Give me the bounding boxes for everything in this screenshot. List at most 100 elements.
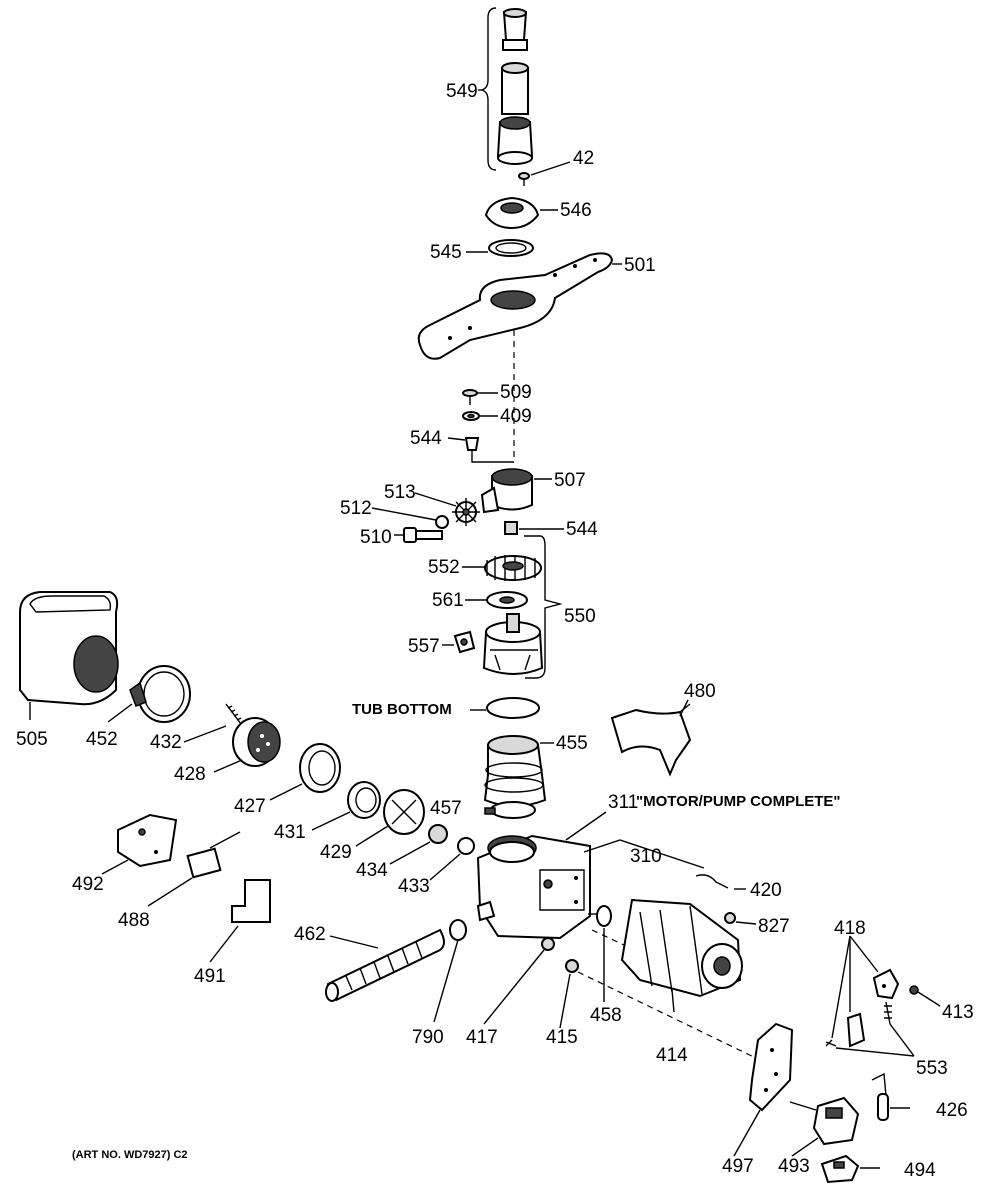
label-415: 415 [546, 1027, 578, 1048]
label-492: 492 [72, 874, 104, 895]
part-492-bracket [117, 813, 178, 868]
part-488-switch [186, 831, 241, 879]
part-434-nut [428, 824, 448, 844]
part-491-bracket [231, 879, 271, 923]
part-494-cap [820, 1154, 860, 1184]
part-505-sump-housing [19, 591, 119, 706]
label-418: 418 [834, 918, 866, 939]
part-507-spray-arm-hub [480, 468, 533, 514]
part-544-fitting-lower [504, 521, 518, 535]
label-493: 493 [778, 1156, 810, 1177]
art-number-footer: (ART NO. WD7927) C2 [72, 1149, 188, 1161]
label-510: 510 [360, 527, 392, 548]
part-513-gear [452, 498, 480, 526]
part-431-ring [347, 781, 381, 819]
part-429-impeller [383, 789, 425, 835]
label-414: 414 [656, 1045, 688, 1066]
part-417-washer [541, 937, 555, 951]
label-457: 457 [430, 798, 462, 819]
part-433-washer [457, 837, 475, 855]
part-510-bolt [403, 527, 443, 543]
label-motor-pump-complete: "MOTOR/PUMP COMPLETE" [636, 793, 841, 810]
part-480-shield [610, 703, 692, 777]
part-409-washer [462, 411, 480, 421]
label-512: 512 [340, 498, 372, 519]
label-311: 311 [608, 792, 638, 813]
label-546: 546 [560, 200, 592, 221]
label-557: 557 [408, 636, 440, 657]
label-432: 432 [150, 732, 182, 753]
label-550: 550 [564, 606, 596, 627]
label-507: 507 [554, 470, 586, 491]
part-493-housing [812, 1096, 860, 1146]
part-452-clamp [129, 665, 191, 723]
part-310-motor [620, 898, 743, 998]
part-544-fitting-upper [464, 437, 480, 451]
part-457-clamp [484, 801, 536, 819]
label-545: 545 [430, 242, 462, 263]
label-tub-bottom: TUB BOTTOM [352, 701, 452, 718]
label-310: 310 [630, 846, 662, 867]
label-431: 431 [274, 822, 306, 843]
label-42: 42 [573, 148, 594, 169]
label-427: 427 [234, 796, 266, 817]
part-426-actuator [871, 1072, 889, 1121]
label-561: 561 [432, 590, 464, 611]
label-827: 827 [758, 916, 790, 937]
label-417: 417 [466, 1027, 498, 1048]
part-552-drive-gear [484, 555, 542, 581]
part-413-clip [909, 985, 919, 995]
label-553: 553 [916, 1058, 948, 1079]
label-549: 549 [446, 81, 478, 102]
label-501: 501 [624, 255, 656, 276]
part-415-washer [565, 959, 579, 973]
part-497-bracket [748, 1022, 794, 1112]
label-462: 462 [294, 924, 326, 945]
label-790: 790 [412, 1027, 444, 1048]
label-544-upper: 544 [410, 428, 442, 449]
label-455: 455 [556, 733, 588, 754]
part-546-nut [484, 196, 540, 230]
part-455-pump-boot [483, 735, 547, 807]
part-418-switch-lever [846, 968, 900, 1048]
bracket-549 [479, 7, 497, 171]
label-505: 505 [16, 729, 48, 750]
label-491: 491 [194, 966, 226, 987]
label-433: 433 [398, 876, 430, 897]
label-429: 429 [320, 842, 352, 863]
part-tub-bottom-ring [486, 697, 540, 719]
part-509-screw [462, 389, 478, 405]
label-409: 409 [500, 406, 532, 427]
label-420: 420 [750, 880, 782, 901]
part-pump-housing [476, 834, 591, 940]
part-557-clip [453, 630, 476, 654]
label-480: 480 [684, 681, 716, 702]
label-552: 552 [428, 557, 460, 578]
part-827-screw [724, 912, 736, 924]
label-544-lower: 544 [566, 519, 598, 540]
part-549-tube [496, 8, 534, 165]
label-413: 413 [942, 1002, 974, 1023]
label-458: 458 [590, 1005, 622, 1026]
label-497: 497 [722, 1156, 754, 1177]
part-42-screw [518, 172, 530, 186]
part-427-ring [299, 743, 341, 793]
label-434: 434 [356, 860, 388, 881]
part-428-filter [232, 717, 281, 767]
part-462-drain-hose [325, 928, 445, 1002]
label-494: 494 [904, 1160, 936, 1181]
label-426: 426 [936, 1100, 968, 1121]
part-458-seal [588, 905, 612, 927]
part-550-hub-assembly [482, 613, 544, 675]
part-512-washer [435, 515, 449, 529]
bracket-550 [524, 535, 563, 679]
part-420-wire [695, 874, 729, 889]
part-501-upper-spray-arm [417, 252, 614, 360]
label-513: 513 [384, 482, 416, 503]
label-428: 428 [174, 764, 206, 785]
label-488: 488 [118, 910, 150, 931]
label-509: 509 [500, 382, 532, 403]
label-452: 452 [86, 729, 118, 750]
part-790-clamp [449, 919, 467, 941]
